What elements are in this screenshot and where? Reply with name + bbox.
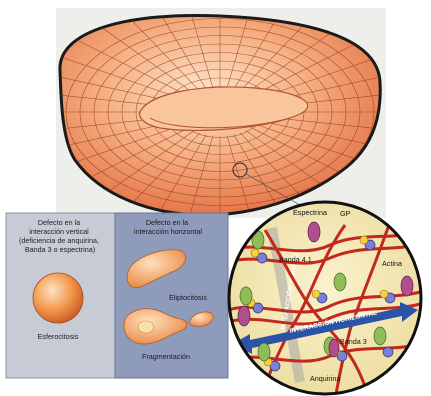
actin-label: Actina [382, 259, 402, 268]
vertical-title-line-2: interacción vertical [29, 227, 89, 236]
ankyrin-label: Anquirina [310, 374, 340, 383]
band41-label: Banda 4.1 [279, 255, 312, 264]
vertical-title-line-1: Defecto en la [38, 218, 80, 227]
gp-label: GP [340, 209, 351, 218]
fragmentation-label: Fragmentación [142, 352, 190, 361]
vertical-title-line-3: (deficiencia de anquirina, [19, 236, 99, 245]
horizontal-title-line-2: interacción horizontal [134, 227, 202, 236]
vertical-defect-panel: Defecto en la interacción vertical (defi… [6, 213, 115, 378]
spherocytosis-label: Esferocitosis [38, 332, 79, 341]
spectrin-label: Espectrina [293, 208, 327, 217]
elliptocytosis-label: Eliptocitosis [169, 293, 207, 302]
membrane-zoom-circle: INTERACCIÓN VERTICAL INTERACCIÓN HORIZON… [228, 202, 421, 395]
horizontal-title-line-1: Defecto en la [146, 218, 188, 227]
spherocyte-cell [33, 273, 83, 323]
band3-label: Banda 3 [340, 337, 367, 346]
vertical-title-line-4: Banda 3 o espectrina) [25, 245, 95, 254]
horizontal-defect-panel: Defecto en la interacción horizontal Eli… [115, 213, 228, 378]
